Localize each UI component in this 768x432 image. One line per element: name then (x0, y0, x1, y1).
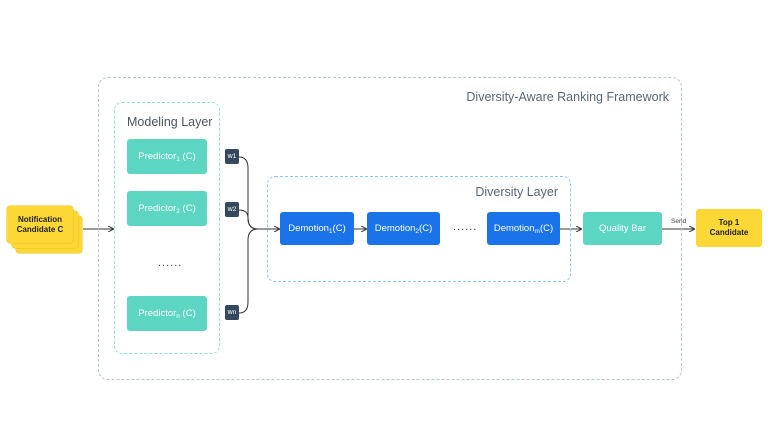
demotion-1-box: Demotion1(C) (280, 212, 354, 245)
diversity-layer-title: Diversity Layer (475, 185, 558, 199)
connector-w2 (238, 209, 259, 230)
demotion-2-label: Demotion2(C) (374, 223, 433, 235)
predictor-ellipsis: ...... (158, 257, 183, 269)
demotion-ellipsis: ...... (453, 221, 478, 233)
predictor-n-label: Predictorn (C) (138, 308, 196, 320)
output-label-line2: Candidate (709, 228, 749, 237)
demotion-2-box: Demotion2(C) (367, 212, 440, 245)
send-label: Send (671, 218, 687, 225)
input-label-line2: Candidate C (16, 224, 64, 234)
predictor-2-box: Predictor2 (C) (127, 191, 207, 226)
diversity-layer-container: Diversity Layer (267, 176, 571, 282)
output-label-line1: Top 1 (718, 218, 740, 227)
modeling-layer-container: Modeling Layer (114, 102, 220, 354)
quality-bar-label: Quality Bar (599, 223, 646, 234)
framework-container: Diversity-Aware Ranking Framework (98, 77, 682, 380)
predictor-1-label: Predictor1 (C) (138, 151, 196, 163)
connector-wn (238, 228, 259, 314)
input-label-line1: Notification (18, 214, 62, 224)
demotion-m-label: Demotionm(C) (493, 223, 554, 235)
predictor-n-box: Predictorn (C) (127, 296, 207, 331)
modeling-layer-title: Modeling Layer (127, 115, 213, 129)
notification-candidate-card: Notification Candidate C (7, 206, 73, 243)
demotion-1-label: Demotion1(C) (288, 223, 346, 235)
demotion-m-box: Demotionm(C) (487, 212, 560, 245)
top-candidate-box: Top 1 Candidate (696, 209, 762, 247)
predictor-1-box: Predictor1 (C) (127, 139, 207, 174)
quality-bar-box: Quality Bar (583, 212, 662, 245)
framework-title: Diversity-Aware Ranking Framework (466, 90, 669, 104)
predictor-2-label: Predictor2 (C) (138, 203, 196, 215)
